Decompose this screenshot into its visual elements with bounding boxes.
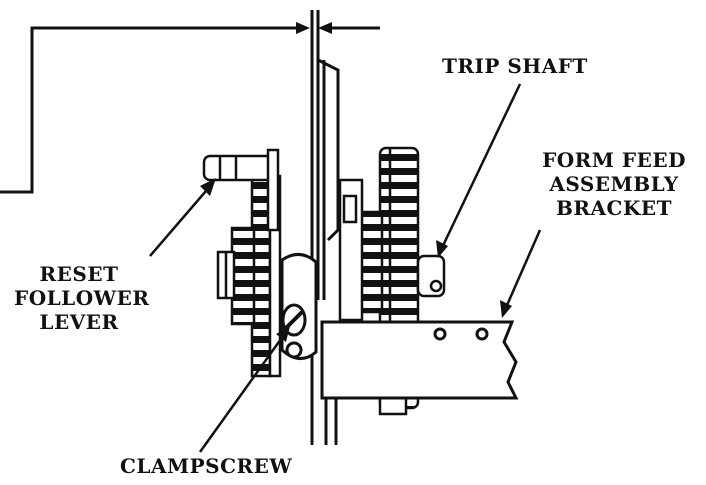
leader-lines (149, 83, 542, 453)
dimension-arrows (296, 22, 332, 34)
left-gear (216, 174, 282, 378)
vertical-plates (310, 10, 340, 445)
label-form-feed-line-3: BRACKET (556, 196, 672, 220)
clamp-lever (280, 253, 318, 360)
label-form-feed-line-2: ASSEMBLY (549, 172, 679, 196)
bracket (320, 320, 519, 400)
label-form-feed-assembly-bracket: FORM FEED ASSEMBLY BRACKET (524, 148, 704, 220)
label-reset-line-1: RESET (39, 262, 119, 286)
label-clampscrew: CLAMPSCREW (120, 454, 293, 478)
label-reset-follower-lever: RESET FOLLOWER LEVER (14, 262, 150, 334)
label-reset-line-2: FOLLOWER (14, 286, 150, 310)
label-form-feed-line-1: FORM FEED (542, 148, 686, 172)
label-reset-line-3: LEVER (39, 310, 119, 334)
reset-follower-stud (202, 148, 280, 232)
label-trip-shaft: TRIP SHAFT (442, 54, 588, 78)
leader-arrowheads (200, 178, 512, 342)
trip-shaft-stub (416, 254, 446, 298)
